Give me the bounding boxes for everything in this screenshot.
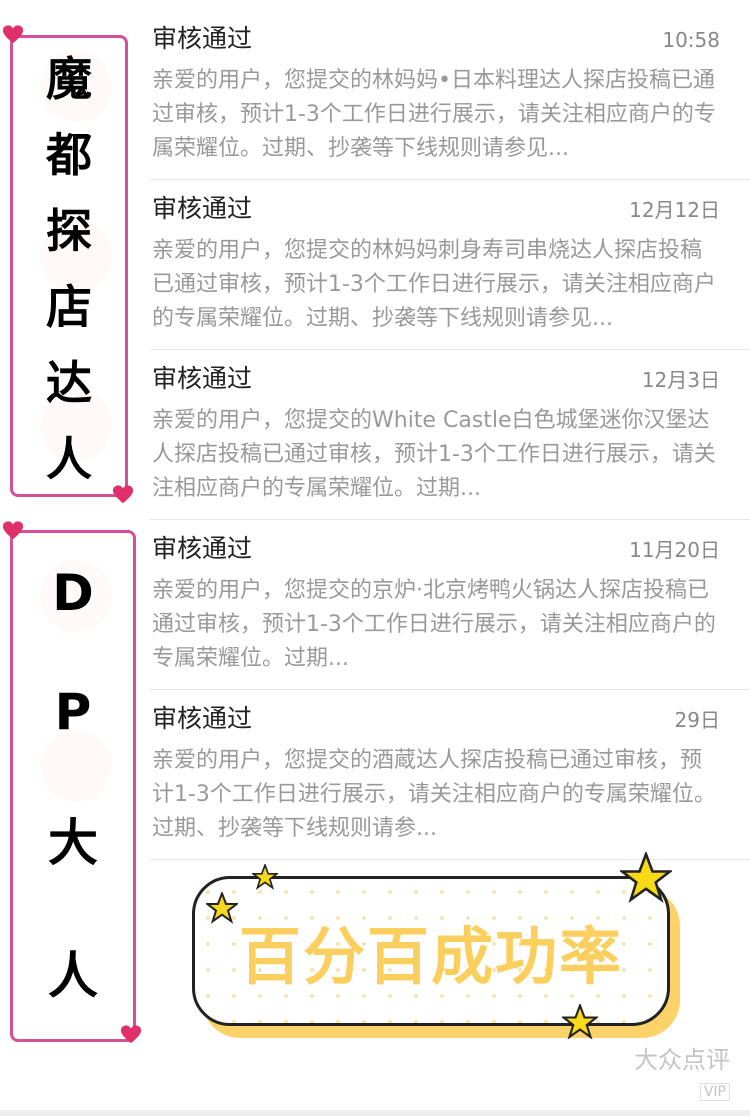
banner-char: D: [52, 563, 94, 622]
divider: [150, 519, 750, 520]
overlay-banner-bottom: D P 大人: [10, 530, 136, 1042]
message-item[interactable]: 审核通过 12月12日 亲爱的用户，您提交的林妈妈刺身寿司串烧达人探店投稿已通过…: [0, 180, 750, 350]
watermark-text: 大众点评: [634, 1046, 730, 1074]
message-body: 亲爱的用户，您提交的林妈妈•日本料理达人探店投稿已通过审核，预计1-3个工作日进…: [152, 68, 716, 161]
overlay-banner-top: 魔都探店达人: [10, 35, 128, 497]
heart-icon: [2, 521, 24, 540]
message-body: 亲爱的用户，您提交的林妈妈刺身寿司串烧达人探店投稿已通过审核，预计1-3个工作日…: [152, 238, 716, 331]
heart-icon: [112, 485, 134, 504]
divider: [150, 859, 750, 860]
star-icon: [562, 1004, 598, 1040]
banner-char: 达: [46, 356, 92, 410]
message-title: 审核通过: [152, 704, 253, 733]
message-date: 11月20日: [629, 538, 720, 562]
message-date: 10:58: [662, 28, 720, 52]
message-body: 亲爱的用户，您提交的White Castle白色城堡迷你汉堡达人探店投稿已通过审…: [152, 408, 716, 501]
banner-char: 魔: [46, 52, 92, 106]
divider: [150, 689, 750, 690]
heart-icon: [120, 1025, 142, 1044]
banner-char: P: [54, 683, 92, 742]
banner-char: 大: [48, 813, 98, 872]
message-title: 审核通过: [152, 364, 253, 393]
message-date: 12月3日: [641, 368, 720, 392]
watermark: 大众点评 VIP: [634, 1046, 730, 1102]
message-date: 12月12日: [629, 198, 720, 222]
message-title: 审核通过: [152, 24, 253, 53]
banner-char: 人: [46, 432, 92, 486]
banner-char: 探: [46, 204, 92, 258]
banner-char: 人: [48, 947, 98, 1006]
divider: [150, 179, 750, 180]
banner-char: 店: [46, 280, 92, 334]
heart-icon: [2, 25, 24, 44]
banner-char: 都: [46, 128, 92, 182]
star-icon: [206, 892, 238, 924]
bottom-bar: [0, 1110, 750, 1116]
message-body: 亲爱的用户，您提交的酒蔵达人探店投稿已通过审核，预计1-3个工作日进行展示，请关…: [152, 748, 716, 841]
message-body: 亲爱的用户，您提交的京炉·北京烤鸭火锅达人探店投稿已通过审核，预计1-3个工作日…: [152, 578, 716, 671]
watermark-badge: VIP: [699, 1083, 730, 1101]
success-rate-bubble: 百分百成功率: [192, 876, 670, 1026]
message-title: 审核通过: [152, 194, 253, 223]
divider: [150, 349, 750, 350]
message-date: 29日: [674, 708, 720, 732]
bubble-text: 百分百成功率: [238, 920, 623, 993]
star-icon: [252, 864, 278, 890]
message-item[interactable]: 审核通过 10:58 亲爱的用户，您提交的林妈妈•日本料理达人探店投稿已通过审核…: [0, 10, 750, 180]
star-icon: [620, 852, 672, 903]
message-title: 审核通过: [152, 534, 253, 563]
